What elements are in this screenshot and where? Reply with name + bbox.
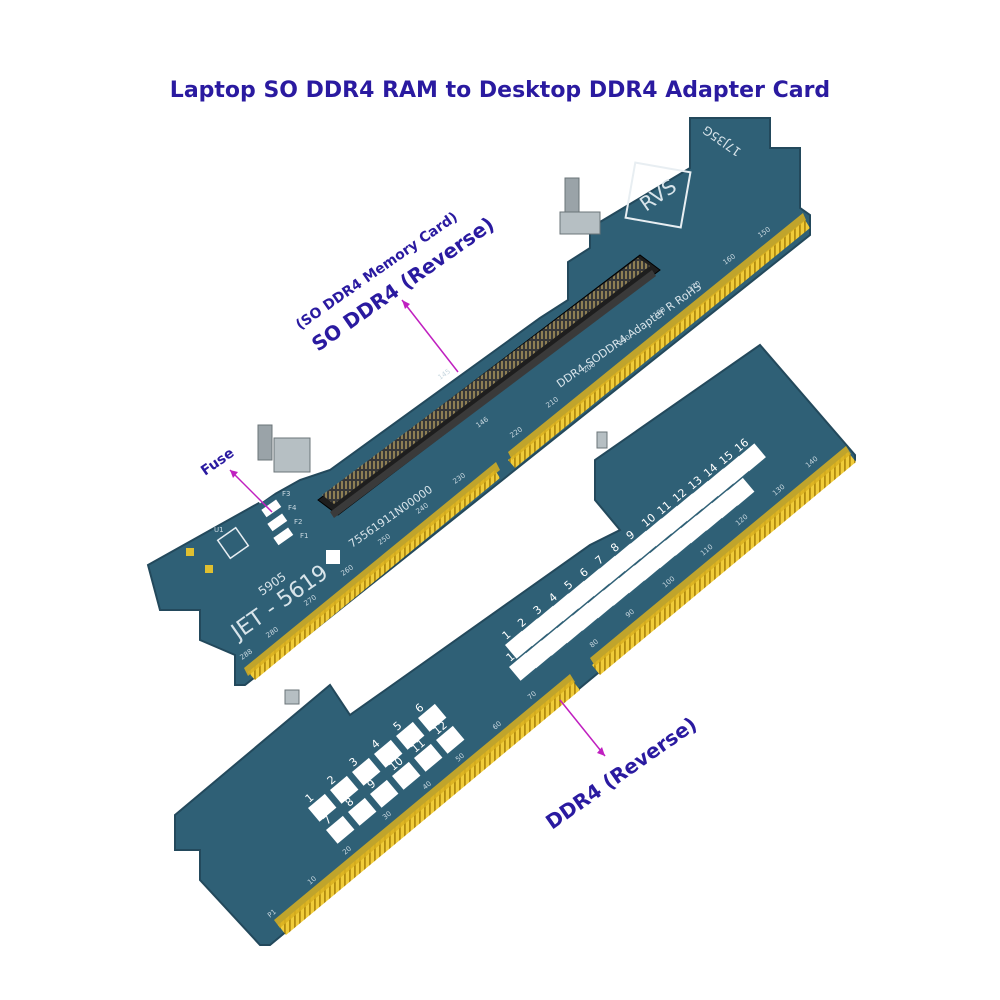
so-ddr4-main-label: SO DDR4 (Reverse) xyxy=(307,212,499,356)
svg-text:P1: P1 xyxy=(266,908,278,920)
chip-position-box: 16 xyxy=(732,436,766,472)
slot-latch-left xyxy=(257,424,311,473)
ddr4-label: DDR4 (Reverse) xyxy=(541,712,701,834)
svg-text:F1: F1 xyxy=(300,532,308,540)
fuse-array: F3 F4 F2 F1 xyxy=(254,485,308,546)
chip-position-box: 12 xyxy=(431,718,465,754)
bottom-card-gold-fingers xyxy=(278,452,856,935)
so-ddr4-callout: (SO DDR4 Memory Card) SO DDR4 (Reverse) xyxy=(293,209,499,373)
svg-text:20: 20 xyxy=(341,845,353,857)
chip-position-box: 10 xyxy=(387,754,421,790)
top-adapter-card: RVS 17J35G DDR4-SODDR4 Adapter R RoHS 75… xyxy=(146,117,811,686)
top-card-gold-fingers xyxy=(248,220,810,680)
svg-text:50: 50 xyxy=(454,752,466,764)
svg-text:F4: F4 xyxy=(288,504,297,512)
serial-box xyxy=(326,550,340,564)
chip-label: U1 xyxy=(214,526,224,534)
slot-latch-right xyxy=(559,177,601,235)
svg-text:F2: F2 xyxy=(294,518,302,526)
svg-text:40: 40 xyxy=(421,780,433,792)
svg-text:70: 70 xyxy=(526,690,538,702)
svg-text:30: 30 xyxy=(381,810,393,822)
fuse-arrow xyxy=(229,469,273,513)
bottom-right-chip-grid: 1234567891011121314151617181920212223242… xyxy=(500,436,766,681)
chip-position-box: 11 xyxy=(409,736,443,772)
chip-position-box: 31 xyxy=(721,470,755,506)
svg-text:F3: F3 xyxy=(282,490,290,498)
chip-u1 xyxy=(216,526,250,560)
svg-text:145: 145 xyxy=(437,367,453,381)
ddr4-arrow xyxy=(559,699,606,757)
svg-text:10: 10 xyxy=(306,875,318,887)
svg-text:80: 80 xyxy=(588,638,600,650)
svg-text:90: 90 xyxy=(624,608,636,620)
so-ddr4-arrow xyxy=(401,299,459,373)
ddr4-callout: DDR4 (Reverse) xyxy=(541,699,701,834)
fuse-label: Fuse xyxy=(198,445,237,479)
page-title: Laptop SO DDR4 RAM to Desktop DDR4 Adapt… xyxy=(169,78,831,103)
svg-text:60: 60 xyxy=(491,720,503,732)
